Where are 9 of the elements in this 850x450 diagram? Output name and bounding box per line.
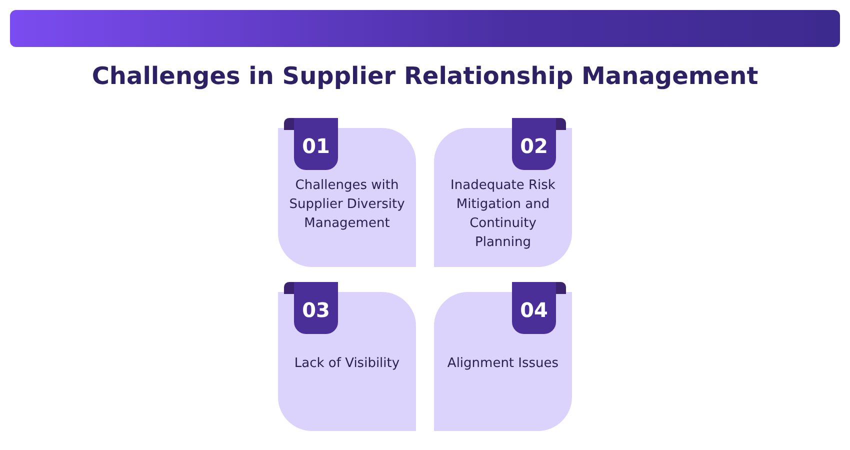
challenge-text: Inadequate Risk Mitigation and Continuity Planning	[450, 177, 556, 252]
number-badge: 03	[294, 282, 338, 334]
title: Challenges in Supplier Relationship Management	[90, 62, 760, 90]
number-badge: 01	[294, 118, 338, 170]
challenge-text: Challenges with Supplier Diversity Management	[288, 177, 406, 233]
number-badge: 04	[512, 282, 556, 334]
challenge-text: Lack of Visibility	[293, 355, 401, 373]
number-badge: 02	[512, 118, 556, 170]
challenge-text: Alignment Issues	[446, 355, 560, 373]
